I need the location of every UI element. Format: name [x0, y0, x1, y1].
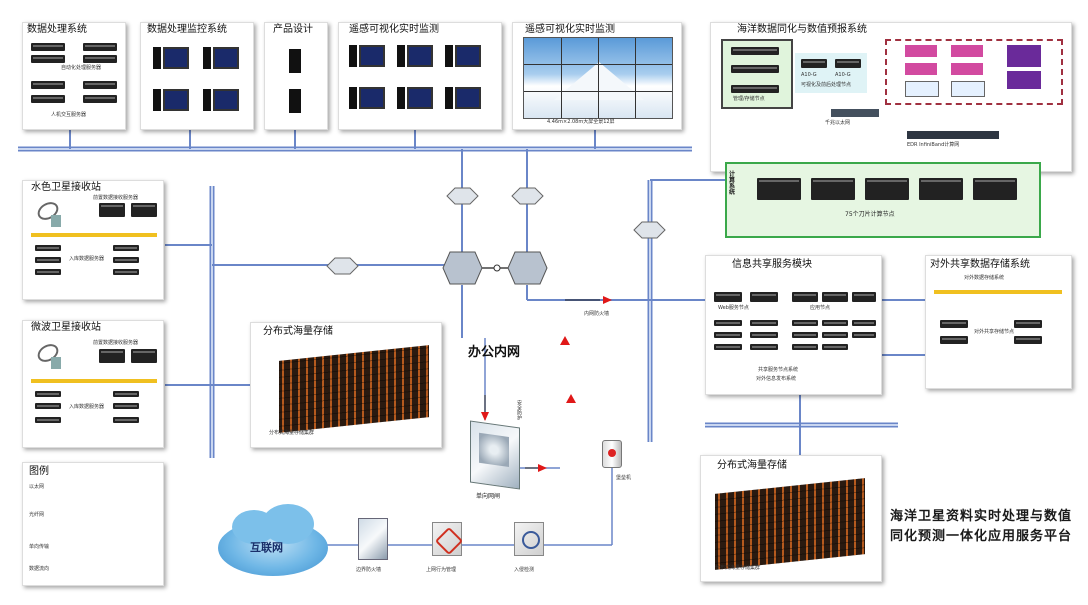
ocean-color-server-label: 前置数据接收服务器 — [93, 195, 139, 201]
switch-1000m-label: 千兆以太网 — [825, 120, 851, 126]
video-wall-image — [523, 37, 673, 119]
legend-title: 图例 — [29, 466, 49, 477]
switch-1000m-icon — [831, 109, 879, 117]
internet-label: 互联网 — [250, 541, 283, 554]
switch-icon — [326, 187, 666, 275]
datacenter-racks-icon — [279, 345, 429, 433]
rs-viz-title-b: 遥感可视化实时监测 — [525, 24, 615, 35]
legend-item-ethernet: 以太网 — [29, 484, 45, 490]
auto-process-server-label: 自动化处理服务器 — [61, 65, 102, 71]
edge-firewall-icon — [358, 518, 388, 560]
compute-nodes-label: 75个刀片计算节点 — [845, 211, 895, 218]
storage-server-a-label: 入库数据服务器 — [69, 256, 105, 262]
visual-node-label: 可视化及前后处理节点 — [801, 82, 852, 88]
rs-viz-title-a: 遥感可视化实时监测 — [349, 24, 439, 35]
distributed-caption-2: 分布式海量存储集群 — [715, 565, 761, 571]
bastion-icon — [602, 440, 622, 468]
login-visual-panel: A10-G A10-G 可视化及前后处理节点 — [795, 53, 867, 93]
product-design-box: 产品设计 — [264, 22, 328, 130]
switch-edr-label: EDR InfiniBand计算网 — [907, 142, 960, 148]
intrusion-detection-icon — [514, 522, 544, 556]
warning-triangle-icon-2 — [560, 336, 570, 345]
distributed-storage-box: 分布式海量存储 分布式海量存储集群 — [250, 322, 442, 448]
data-monitor-box: 数据处理监控系统 — [140, 22, 254, 130]
web-node-label: Web服务节点 — [718, 305, 749, 311]
one-way-gateway-label: 单向网闸 — [476, 493, 501, 500]
datacenter-racks-icon-2 — [715, 478, 865, 570]
switch-edr-icon — [907, 131, 999, 139]
microwave-server-label: 前置数据接收服务器 — [93, 340, 139, 346]
share-caption-2: 对外信息发布系统 — [756, 376, 797, 382]
legend-item-flow: 数据流向 — [29, 566, 50, 572]
storage-node-panel: 管理/存储节点 — [721, 39, 793, 109]
distributed-storage-title: 分布式海量存储 — [263, 326, 333, 337]
compute-system-box: 计算系统 75个刀片计算节点 — [725, 162, 1041, 238]
ocean-color-title: 水色卫星接收站 — [31, 182, 101, 193]
a10b-label: A10-G — [835, 72, 851, 78]
behavior-audit-label: 上网行为管理 — [426, 567, 457, 573]
rs-viz-box-b: 遥感可视化实时监测 4.46m×2.08m大屏全景12屏 — [512, 22, 682, 130]
external-storage-title: 对外共享数据存储系统 — [930, 259, 1030, 270]
data-processing-box: 数据处理系统 自动化处理服务器 人机交互服务器 — [22, 22, 126, 130]
platform-title-line2: 同化预测一体化应用服务平台 — [890, 529, 1073, 544]
compute-system-label: 计算系统 — [729, 171, 736, 196]
external-node-label: 对外共享存储节点 — [974, 329, 1015, 335]
platform-title-line1: 海洋卫星资料实时处理与数值 — [890, 509, 1073, 524]
product-design-title: 产品设计 — [273, 24, 313, 35]
data-processing-title: 数据处理系统 — [27, 24, 87, 35]
security-label: 安全防护 — [516, 400, 522, 420]
firewall-label: 内网防火墙 — [584, 311, 610, 317]
share-caption: 共享服务节点系统 — [758, 367, 799, 373]
assimilation-box: 海洋数据同化与数值预报系统 管理/存储节点 A10-G A10-G 可视化及前后… — [710, 22, 1072, 172]
video-wall-caption: 4.46m×2.08m大屏全景12屏 — [547, 119, 615, 125]
data-monitor-title: 数据处理监控系统 — [147, 24, 227, 35]
microwave-station-box: 微波卫星接收站 前置数据接收服务器 入库数据服务器 — [22, 320, 164, 448]
one-way-gateway-icon — [470, 420, 520, 490]
distributed-storage-title-2: 分布式海量存储 — [717, 460, 787, 471]
rs-viz-box-a: 遥感可视化实时监测 — [338, 22, 502, 130]
legend-item-fiber: 光纤网 — [29, 512, 45, 518]
ocean-color-station-box: 水色卫星接收站 前置数据接收服务器 入库数据服务器 — [22, 180, 164, 300]
microwave-title: 微波卫星接收站 — [31, 322, 101, 333]
info-share-box: 信息共享服务模块 Web服务节点 应用节点 共享服务节点系统 对外信息发布系统 — [705, 255, 882, 395]
office-net-label: 办公内网 — [468, 345, 521, 360]
core-switch-icon — [442, 251, 548, 285]
distributed-storage-box-2: 分布式海量存储 分布式海量存储集群 — [700, 455, 882, 582]
distributed-caption: 分布式海量存储集群 — [269, 430, 315, 436]
behavior-audit-icon — [432, 522, 464, 556]
a10-label: A10-G — [801, 72, 817, 78]
external-storage-box: 对外共享数据存储系统 对外数据存储系统 对外共享存储节点 — [925, 255, 1072, 389]
app-node-label: 应用节点 — [810, 305, 831, 311]
satellite-dish-icon — [29, 197, 69, 227]
legend-item-oneway: 单向传输 — [29, 544, 50, 550]
info-share-title: 信息共享服务模块 — [732, 259, 812, 270]
dashed-region — [885, 39, 1063, 105]
bastion-label: 堡垒机 — [616, 475, 632, 481]
edge-firewall-label: 边界防火墙 — [356, 567, 382, 573]
legend-box: 图例 以太网 光纤网 单向传输 数据流向 — [22, 462, 164, 586]
assimilation-title: 海洋数据同化与数值预报系统 — [737, 24, 867, 35]
storage-server-b-label: 入库数据服务器 — [69, 404, 105, 410]
warning-triangle-icon — [566, 394, 576, 403]
satellite-dish-icon-2 — [29, 339, 69, 369]
external-storage-sub: 对外数据存储系统 — [964, 275, 1005, 281]
storage-node-label: 管理/存储节点 — [733, 96, 765, 102]
intrusion-label: 入侵检测 — [514, 567, 535, 573]
manual-server-label: 人机交互服务器 — [51, 112, 87, 118]
